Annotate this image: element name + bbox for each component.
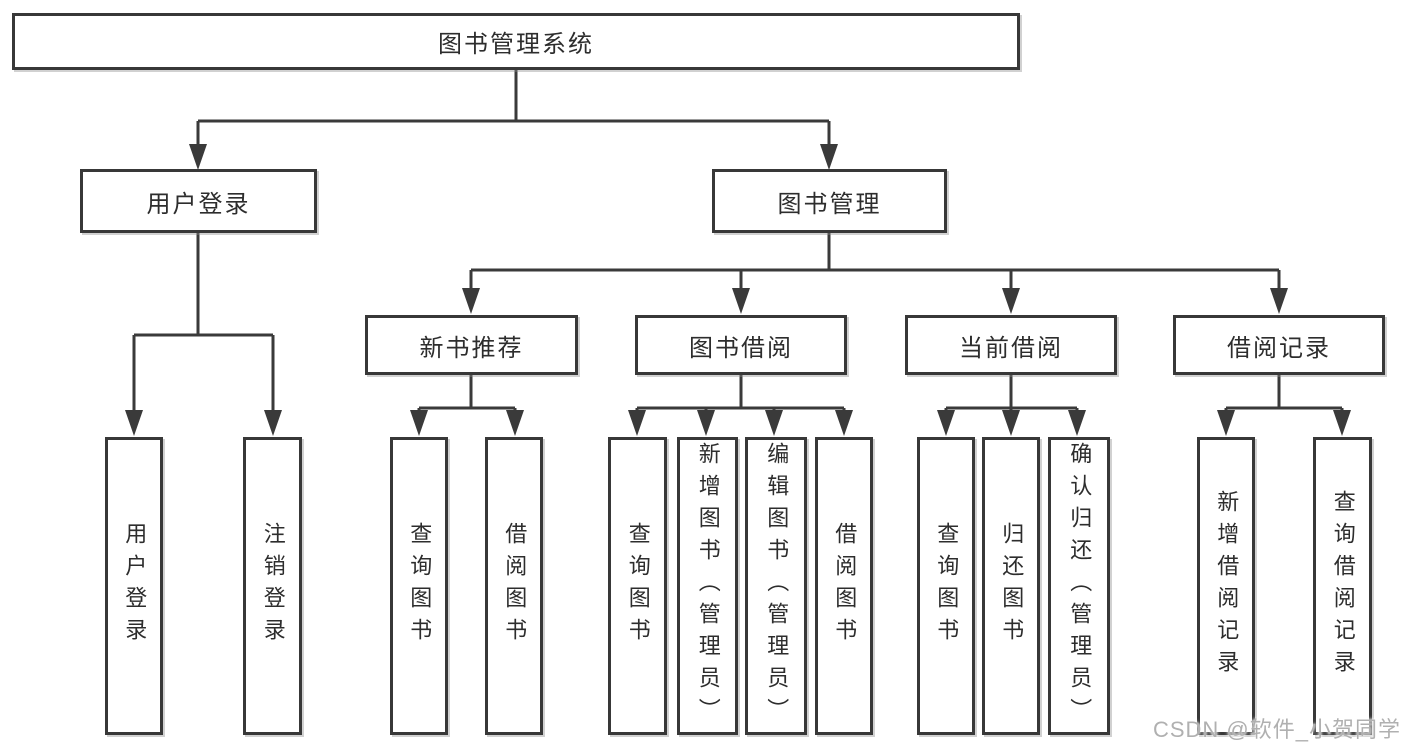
- node-leaf-user-login-label: 用户登录: [122, 522, 148, 650]
- node-book-borrow: 图书借阅: [635, 315, 847, 375]
- node-leaf-nb-query-books: 查询图书: [390, 437, 448, 735]
- node-leaf-nb-query-books-label: 查询图书: [407, 522, 433, 650]
- node-leaf-logout-label: 注销登录: [260, 522, 286, 650]
- node-root: 图书管理系统: [12, 13, 1020, 70]
- node-leaf-br-add-record-label: 新增借阅记录: [1214, 490, 1240, 682]
- node-leaf-br-query-record: 查询借阅记录: [1313, 437, 1372, 735]
- node-leaf-cb-return-books-label: 归还图书: [999, 522, 1025, 650]
- node-leaf-nb-borrow-books-label: 借阅图书: [502, 522, 528, 650]
- node-book-management-label: 图书管理: [777, 190, 882, 218]
- node-leaf-cb-confirm-return-admin: 确认归还（管理员）: [1048, 437, 1110, 735]
- node-user-login-label: 用户登录: [146, 190, 251, 218]
- node-current-borrow-label: 当前借阅: [959, 334, 1063, 362]
- node-leaf-bb-query-books: 查询图书: [608, 437, 667, 735]
- node-leaf-br-query-record-label: 查询借阅记录: [1330, 490, 1356, 682]
- arrowheads: [125, 144, 1351, 436]
- node-book-borrow-label: 图书借阅: [689, 334, 793, 362]
- watermark: CSDN @软件_小贺同学: [1152, 717, 1401, 742]
- node-leaf-logout: 注销登录: [243, 437, 302, 735]
- node-leaf-bb-edit-books-admin-label: 编辑图书（管理员）: [764, 442, 790, 730]
- node-leaf-cb-query-books: 查询图书: [917, 437, 975, 735]
- node-leaf-cb-query-books-label: 查询图书: [934, 522, 960, 650]
- node-borrow-record-label: 借阅记录: [1227, 334, 1331, 362]
- node-new-book-recommend: 新书推荐: [365, 315, 578, 375]
- node-user-login: 用户登录: [80, 169, 317, 233]
- node-leaf-bb-borrow-books-label: 借阅图书: [832, 522, 858, 650]
- node-leaf-bb-borrow-books: 借阅图书: [815, 437, 873, 735]
- node-leaf-bb-query-books-label: 查询图书: [625, 522, 651, 650]
- node-leaf-user-login: 用户登录: [105, 437, 163, 735]
- node-leaf-nb-borrow-books: 借阅图书: [485, 437, 543, 735]
- node-book-management: 图书管理: [712, 169, 947, 233]
- node-new-book-recommend-label: 新书推荐: [419, 334, 524, 362]
- node-leaf-br-add-record: 新增借阅记录: [1197, 437, 1255, 735]
- node-leaf-bb-add-books-admin: 新增图书（管理员）: [677, 437, 738, 735]
- node-root-label: 图书管理系统: [438, 31, 594, 58]
- node-borrow-record: 借阅记录: [1173, 315, 1385, 375]
- node-current-borrow: 当前借阅: [905, 315, 1117, 375]
- node-leaf-cb-return-books: 归还图书: [982, 437, 1040, 735]
- node-leaf-bb-edit-books-admin: 编辑图书（管理员）: [745, 437, 807, 735]
- node-leaf-cb-confirm-return-admin-label: 确认归还（管理员）: [1067, 442, 1093, 730]
- node-leaf-bb-add-books-admin-label: 新增图书（管理员）: [695, 442, 721, 730]
